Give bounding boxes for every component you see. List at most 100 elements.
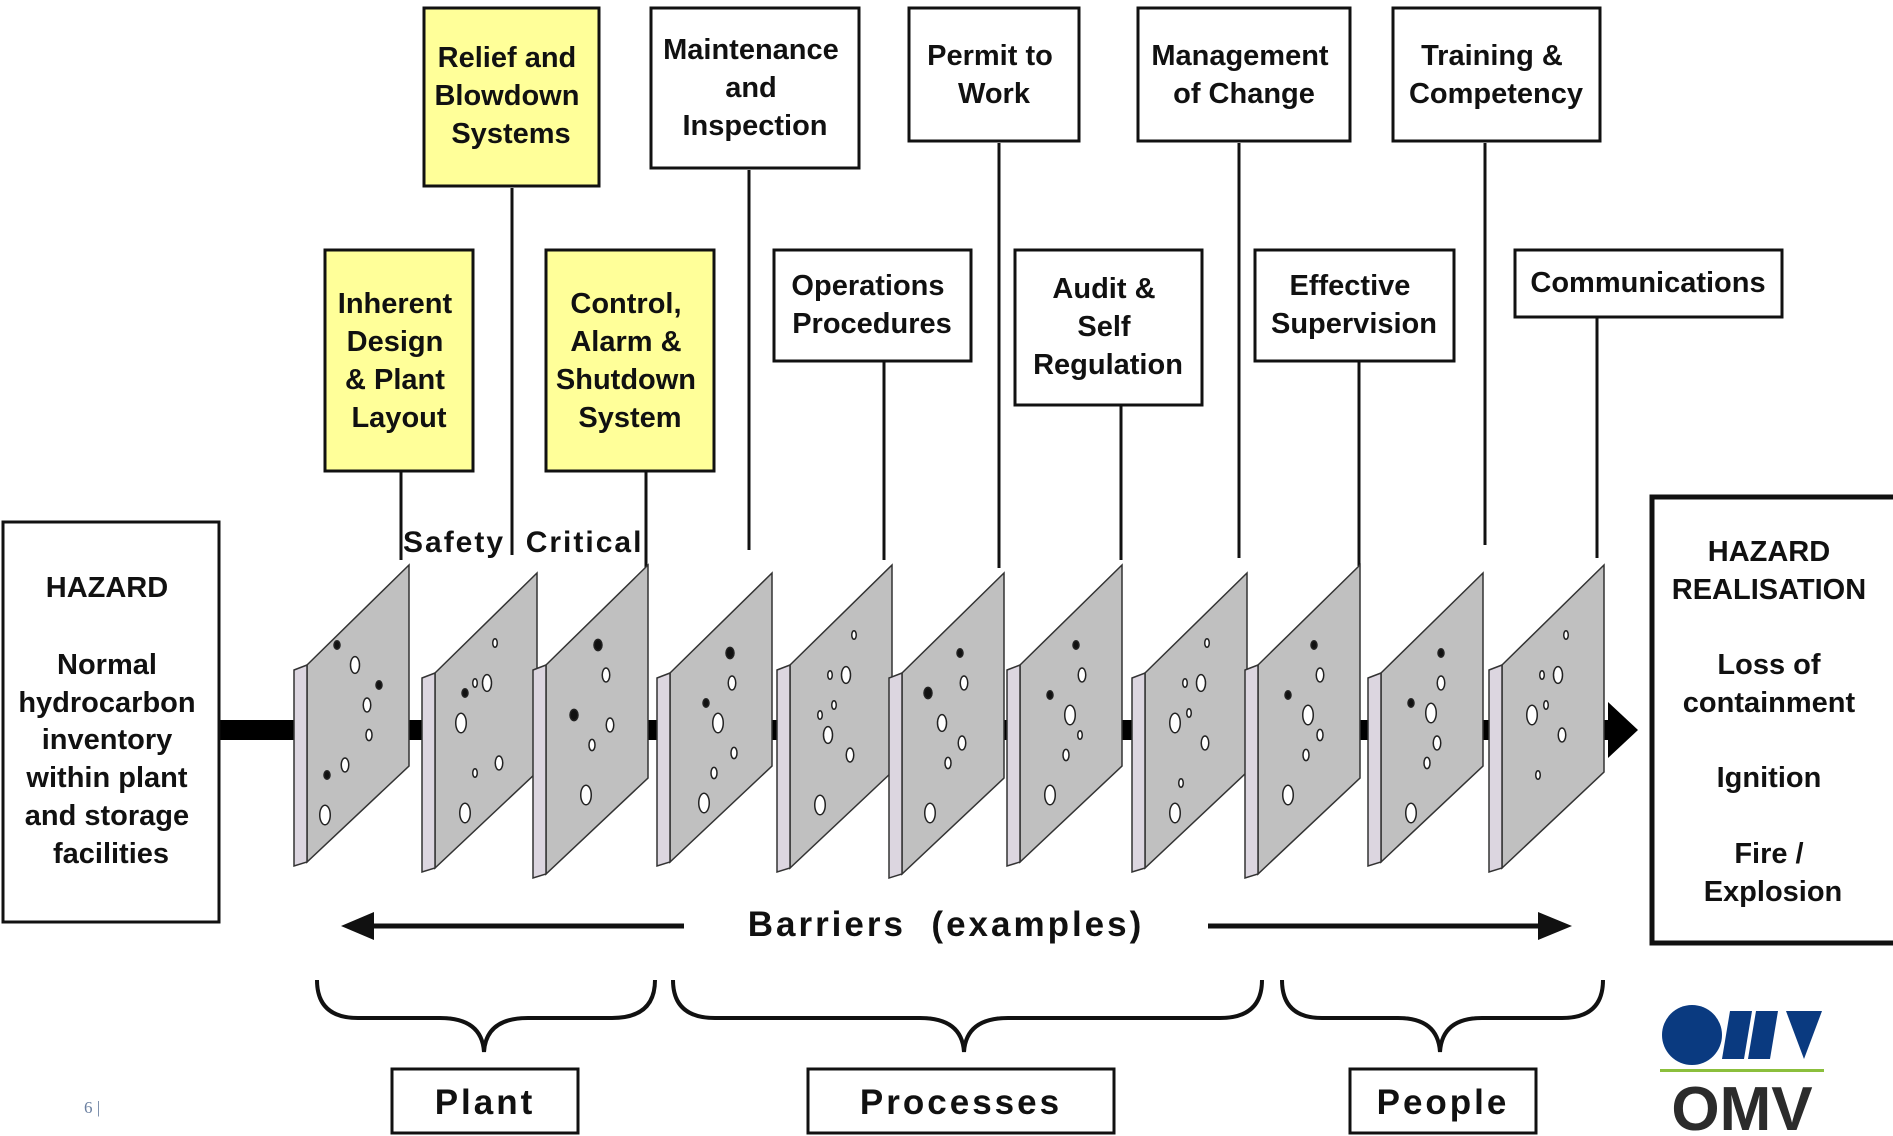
realisation-line: HAZARD (1708, 536, 1830, 568)
barrier-label-line: Procedures (792, 308, 952, 340)
plate-hole (817, 710, 823, 720)
plate-edge (656, 671, 671, 868)
plate-hole (840, 665, 852, 685)
plate-hole (725, 646, 735, 660)
svg-text:Training & Competency: Training & Competency (1409, 40, 1583, 110)
barrier-label-line: Systems (451, 118, 570, 150)
plate-edge (532, 663, 547, 880)
realisation-line: Loss of (1717, 649, 1820, 681)
people-brace (1280, 979, 1605, 1053)
plate-hole (845, 747, 855, 763)
barrier-label-line: Layout (351, 402, 446, 434)
plate-hole (851, 630, 857, 640)
plate-face (1144, 571, 1248, 870)
hazard-line: Normal (57, 649, 157, 681)
plate-edge (293, 663, 308, 868)
plate-hole (1077, 730, 1083, 740)
plate-hole (1543, 700, 1549, 710)
plate-hole (319, 804, 331, 826)
barriers-caption-group: Barriers (examples) (341, 905, 1572, 944)
plate-hole (1282, 784, 1294, 806)
plate-face (434, 571, 538, 870)
hazard-line: facilities (53, 838, 169, 870)
plate-face (901, 571, 1005, 876)
realisation-line: REALISATION (1672, 574, 1866, 606)
barrier-label-line: Competency (1409, 78, 1583, 110)
barrier-label-line: Shutdown (556, 364, 696, 396)
plate-hole (459, 802, 471, 824)
group-braces (315, 979, 1605, 1053)
plate-hole (1310, 640, 1318, 650)
plate-hole (712, 712, 724, 734)
hazard-line: inventory (42, 724, 173, 756)
barrier-label-line: Inspection (682, 110, 827, 142)
barrier-label-line: Audit & (1052, 273, 1155, 305)
svg-text:Effective Supervision: Effective Supervision (1271, 270, 1437, 340)
logo-wordmark: OMV (1671, 1075, 1812, 1136)
plate-hole (814, 794, 826, 816)
hazard-line: hydrocarbon (18, 687, 195, 719)
group-processes: Processes (806, 1067, 1116, 1135)
plate-hole (710, 766, 718, 780)
logo-slash-mark (1748, 1011, 1778, 1059)
barrier-label-line: Effective (1290, 270, 1411, 302)
plate-hole (827, 670, 833, 680)
plate-hole (375, 680, 383, 690)
barrier-box-control-alarm-shutdown: Control, Alarm & Shutdown System (544, 248, 716, 473)
plate-hole (1563, 630, 1569, 640)
plate-hole (959, 675, 969, 691)
group-label-plant: Plant (435, 1083, 536, 1122)
realisation-line: containment (1683, 687, 1856, 719)
page-number: 6 | (84, 1098, 101, 1117)
group-plant: Plant (390, 1067, 580, 1135)
plate-edge (421, 671, 436, 874)
barrier-box-relief-blowdown: Relief and Blowdown Systems (422, 6, 601, 188)
plate-hole (1169, 802, 1181, 824)
barrier-label-line: Maintenance (663, 34, 839, 66)
plate-edge (1367, 671, 1382, 868)
group-label-people: People (1377, 1083, 1510, 1122)
barrier-label-line: Communications (1530, 267, 1765, 299)
svg-text:Management of Change: Management of Change (1151, 40, 1336, 110)
plate-hole (588, 738, 596, 752)
barrier-label-line: and (725, 72, 777, 104)
group-labels: Plant Processes People (390, 1067, 1538, 1135)
plate-edge (1131, 671, 1146, 874)
plate-hole (1539, 670, 1545, 680)
arrow-segment (198, 720, 307, 740)
plate-hole (1302, 704, 1314, 726)
plate-hole (1316, 728, 1324, 742)
barrier-box-operations-procedures: Operations Procedures (772, 248, 973, 363)
plate-hole (593, 638, 603, 652)
safety-critical-label: Safety Critical (403, 526, 643, 559)
plate-hole (924, 802, 936, 824)
right-arrow-icon (1538, 912, 1572, 940)
barrier-label-line: Control, (570, 288, 681, 320)
svg-text:Permit to Work: Permit to Work (927, 40, 1061, 110)
barrier-label-line: Inherent (338, 288, 453, 320)
plate-hole (340, 757, 350, 773)
barrier-box-audit-self-regulation: Audit & Self Regulation (1013, 248, 1204, 407)
svg-text:Inherent Design: Inherent Design & Plant Layout (338, 288, 460, 434)
plate-hole (1284, 690, 1292, 700)
plate-hole (461, 688, 469, 698)
plate-hole (936, 713, 948, 733)
barrier-label-line: Work (958, 78, 1031, 110)
realisation-line: Ignition (1717, 762, 1822, 794)
plate-hole (1186, 708, 1192, 718)
barrier-plate (421, 571, 538, 874)
barrier-label-line: Blowdown (434, 80, 579, 112)
logo-slash-mark (1722, 1011, 1752, 1059)
barrier-label-line: of Change (1173, 78, 1315, 110)
plate-hole (1437, 648, 1445, 658)
plate-edge (888, 671, 903, 880)
plate-edge (776, 663, 791, 874)
plate-hole (1169, 712, 1181, 734)
barrier-label-line: Supervision (1271, 308, 1437, 340)
barrier-plate (1488, 563, 1605, 874)
plate-edge (1488, 663, 1503, 874)
plate-hole (1064, 704, 1076, 726)
hazard-line: within plant (25, 762, 187, 794)
svg-text:Communications: Communications (1530, 267, 1765, 299)
plate-hole (1535, 770, 1541, 780)
